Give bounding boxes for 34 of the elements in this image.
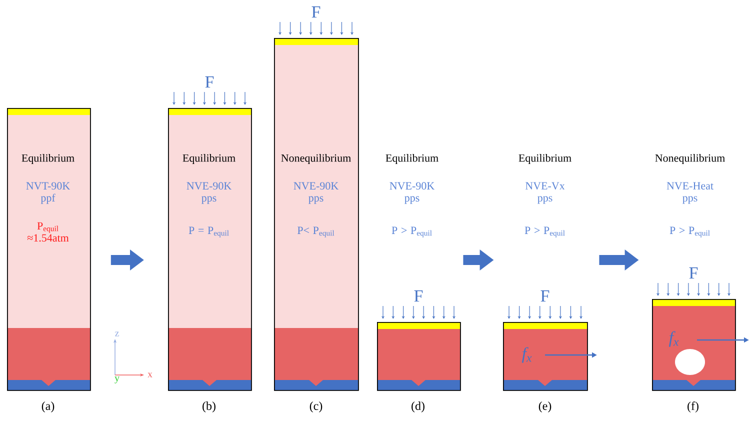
panel-caption: (b)	[202, 402, 216, 412]
force-label: F	[414, 290, 423, 302]
ensemble-label: NVT-90K ppf	[26, 182, 70, 204]
pressure-label: P > P$_{equil}$	[524, 226, 565, 238]
force-symbol: f$_{x}$	[522, 347, 532, 363]
state-label: Equilibrium	[386, 154, 438, 164]
state-label: Equilibrium	[518, 154, 572, 164]
axis-label: z	[115, 332, 119, 336]
ensemble-label: NVE-90K pps	[294, 182, 338, 204]
panel-caption: (c)	[310, 402, 322, 412]
ensemble-label: NVE-Heat pps	[666, 182, 714, 204]
pressure-label: P > P$_{equil}$	[670, 226, 710, 238]
axis-label: y	[114, 376, 120, 384]
panel-caption: (d)	[412, 402, 424, 412]
state-label: Nonequilibrium	[281, 154, 351, 164]
pressure-label: P > P$_{equil}$	[392, 226, 432, 238]
ensemble-label: NVE-90K pps	[186, 182, 232, 204]
force-label: F	[540, 290, 550, 302]
state-label: Equilibrium	[22, 154, 74, 164]
state-label: Nonequilibrium	[655, 154, 725, 164]
ensemble-label: NVE-90K pps	[390, 182, 434, 204]
panel-caption: (f)	[688, 401, 698, 412]
force-label: F	[689, 267, 698, 279]
force-label: F	[312, 6, 320, 18]
force-label: F	[205, 76, 214, 88]
pressure-label: P$_{equil}$ ≈1.54atm	[27, 222, 69, 242]
pressure-label: P = P$_{equil}$	[188, 226, 229, 238]
ensemble-label: NVE-Vx pps	[525, 182, 565, 204]
state-label: Equilibrium	[182, 154, 236, 164]
pressure-label: P< P$_{equil}$	[297, 226, 334, 238]
panel-caption: (a)	[42, 402, 54, 412]
panel-caption: (e)	[538, 402, 552, 412]
axis-label: x	[148, 372, 152, 378]
force-symbol: f$_{x}$	[668, 331, 679, 347]
